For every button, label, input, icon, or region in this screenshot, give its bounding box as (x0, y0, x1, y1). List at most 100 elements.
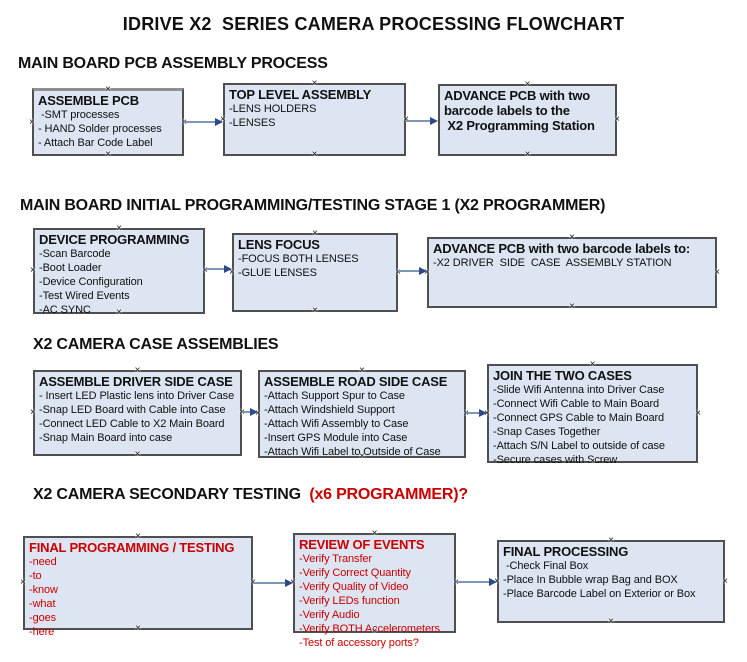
box-title: DEVICE PROGRAMMING (39, 232, 190, 247)
flow-box-assemble-pcb: × × × × ASSEMBLE PCB -SMT processes - HA… (29, 85, 187, 160)
box-title: ADVANCE PCB with two barcode labels to: (433, 241, 691, 256)
box-item: -Attach Windshield Support (264, 404, 395, 416)
box-item: -Attach Wifi Label to Outside of Case (264, 446, 441, 458)
box-title: ASSEMBLE DRIVER SIDE CASE (39, 374, 233, 389)
connection-point-icon: × (20, 577, 26, 588)
flow-connector-lensfocus-to-advance (398, 267, 427, 275)
flow-box-device-programming: × × × × DEVICE PROGRAMMING -Scan Barcode… (30, 224, 208, 318)
box-item: -goes (29, 612, 57, 624)
box-item: -Test Wired Events (39, 290, 130, 302)
box-item: -LENSES (229, 117, 276, 129)
box-item: -Check Final Box (503, 560, 589, 572)
arrow-right-icon (250, 408, 258, 416)
box-item: -Snap Main Board into case (39, 432, 173, 444)
flow-box-final-processing: × × × × FINAL PROCESSING -Check Final Bo… (494, 536, 728, 627)
flow-box-review-of-events: × × × × REVIEW OF EVENTS -Verify Transfe… (290, 529, 459, 650)
flow-box-join-the-two-cases: × × × × JOIN THE TWO CASES -Slide Wifi A… (484, 360, 701, 467)
box-item: -Device Configuration (39, 276, 143, 288)
box-item: -Boot Loader (39, 262, 102, 274)
box-item: -FOCUS BOTH LENSES (238, 253, 359, 265)
flow-box-advance-pcb-driver-side: × × × × ADVANCE PCB with two barcode lab… (424, 233, 720, 312)
box-item: -Attach Support Spur to Case (264, 390, 405, 402)
connection-point-icon: × (105, 149, 111, 160)
box-item: - Attach Bar Code Label (38, 137, 153, 149)
flow-connector-review-to-finalproc (456, 578, 497, 586)
connection-point-icon: × (134, 449, 141, 460)
box-title: ADVANCE PCB with two barcode labels to t… (444, 88, 595, 133)
flow-box-lens-focus: × × × × LENS FOCUS -FOCUS BOTH LENSES -G… (229, 229, 401, 316)
flow-connector-device-to-lensfocus (205, 265, 232, 273)
connection-point-icon: × (614, 114, 620, 125)
flow-connector-assemble-to-toplevel (184, 118, 223, 126)
arrow-right-icon (285, 579, 293, 587)
section-header-text: MAIN BOARD INITIAL PROGRAMMING/TESTING S… (20, 197, 606, 214)
arrow-right-icon (479, 409, 487, 417)
box-item: -Connect LED Cable to X2 Main Board (39, 418, 225, 430)
box-item: -LENS HOLDERS (229, 103, 317, 115)
connection-point-icon: × (524, 149, 531, 160)
section-header-pcb-assembly: MAIN BOARD PCB ASSEMBLY PROCESS (18, 55, 328, 73)
section-header-text: X2 CAMERA CASE ASSEMBLIES (33, 336, 279, 353)
box-item: -Snap Cases Together (493, 426, 601, 438)
flow-box-final-programming-testing: × × × × FINAL PROGRAMMING / TESTING -nee… (20, 532, 256, 639)
box-item: -Place In Bubble wrap Bag and BOX (503, 574, 678, 586)
connection-point-icon: × (30, 265, 36, 276)
box-item: -need (29, 556, 57, 568)
box-item: -AC SYNC (39, 304, 91, 316)
section-header-text: X2 CAMERA SECONDARY TESTING (33, 486, 301, 503)
flow-connector-toplevel-to-advance (406, 117, 438, 125)
box-title: ASSEMBLE PCB (38, 93, 139, 108)
box-item: -Insert GPS Module into Case (264, 432, 408, 444)
section-header-suffix: (x6 PROGRAMMER)? (300, 486, 468, 503)
flow-box-top-level-assembly: × × × × TOP LEVEL ASSEMBLY -LENS HOLDERS… (220, 79, 409, 160)
box-title: FINAL PROCESSING (503, 544, 629, 559)
section-header-text: MAIN BOARD PCB ASSEMBLY PROCESS (18, 55, 328, 72)
box-item: -Verify LEDs function (299, 595, 400, 607)
box-title: ASSEMBLE ROAD SIDE CASE (264, 374, 448, 389)
box-item: - HAND Solder processes (38, 123, 162, 135)
connection-point-icon: × (569, 301, 575, 312)
flow-box-assemble-driver-side-case: × × × × ASSEMBLE DRIVER SIDE CASE - Inse… (30, 366, 245, 460)
box-item: -Secure cases with Screw (493, 454, 618, 466)
box-item: -Snap LED Board with Cable into Case (39, 404, 226, 416)
connection-point-icon: × (722, 575, 728, 587)
arrow-right-icon (224, 265, 232, 273)
arrow-right-icon (430, 117, 438, 125)
box-title: LENS FOCUS (238, 237, 320, 252)
box-item: -Scan Barcode (39, 248, 111, 260)
box-item: -Slide Wifi Antenna into Driver Case (493, 384, 665, 396)
flow-connector-road-to-join (466, 409, 487, 417)
box-item: -Attach S/N Label to outside of case (493, 440, 665, 452)
box-item: -Verify Audio (299, 609, 360, 621)
connection-point-icon: × (29, 116, 35, 128)
box-item: -SMT processes (38, 109, 120, 121)
connection-point-icon: × (311, 149, 318, 160)
page-title: IDRIVE X2 SERIES CAMERA PROCESSING FLOWC… (122, 14, 625, 34)
box-title: FINAL PROGRAMMING / TESTING (29, 540, 235, 555)
connection-point-icon: × (714, 266, 720, 278)
box-item: -what (29, 598, 56, 610)
box-item: -Verify Transfer (299, 553, 372, 565)
box-item: -X2 DRIVER SIDE CASE ASSEMBLY STATION (433, 257, 672, 269)
box-item: -Connect Wifi Cable to Main Board (493, 398, 660, 410)
connection-point-icon: × (695, 407, 701, 419)
connection-point-icon: × (608, 616, 614, 627)
box-title: JOIN THE TWO CASES (493, 368, 632, 383)
box-item: -Place Barcode Label on Exterior or Box (503, 588, 696, 600)
box-item: -Verify Correct Quantity (299, 567, 411, 579)
connection-point-icon: × (30, 407, 36, 418)
box-item: -Connect GPS Cable to Main Board (493, 412, 665, 424)
flow-connector-driver-to-road (242, 408, 258, 416)
box-item: -Test of accessory ports? (299, 637, 419, 649)
section-header-secondary-testing: X2 CAMERA SECONDARY TESTING (x6 PROGRAMM… (33, 486, 468, 504)
box-item: -to (29, 570, 42, 582)
box-item: -Verify BOTH Accelerometers (299, 623, 440, 635)
flow-connector-finalprog-to-review (253, 579, 293, 587)
box-item: -know (29, 584, 58, 596)
flow-box-advance-pcb-programming-station: × × × ADVANCE PCB with two barcode label… (438, 80, 620, 160)
section-header-case-assemblies: X2 CAMERA CASE ASSEMBLIES (33, 336, 279, 354)
arrow-right-icon (489, 578, 497, 586)
section-header-initial-programming: MAIN BOARD INITIAL PROGRAMMING/TESTING S… (20, 197, 605, 215)
box-item: -Attach Wifi Assembly to Case (264, 418, 409, 430)
